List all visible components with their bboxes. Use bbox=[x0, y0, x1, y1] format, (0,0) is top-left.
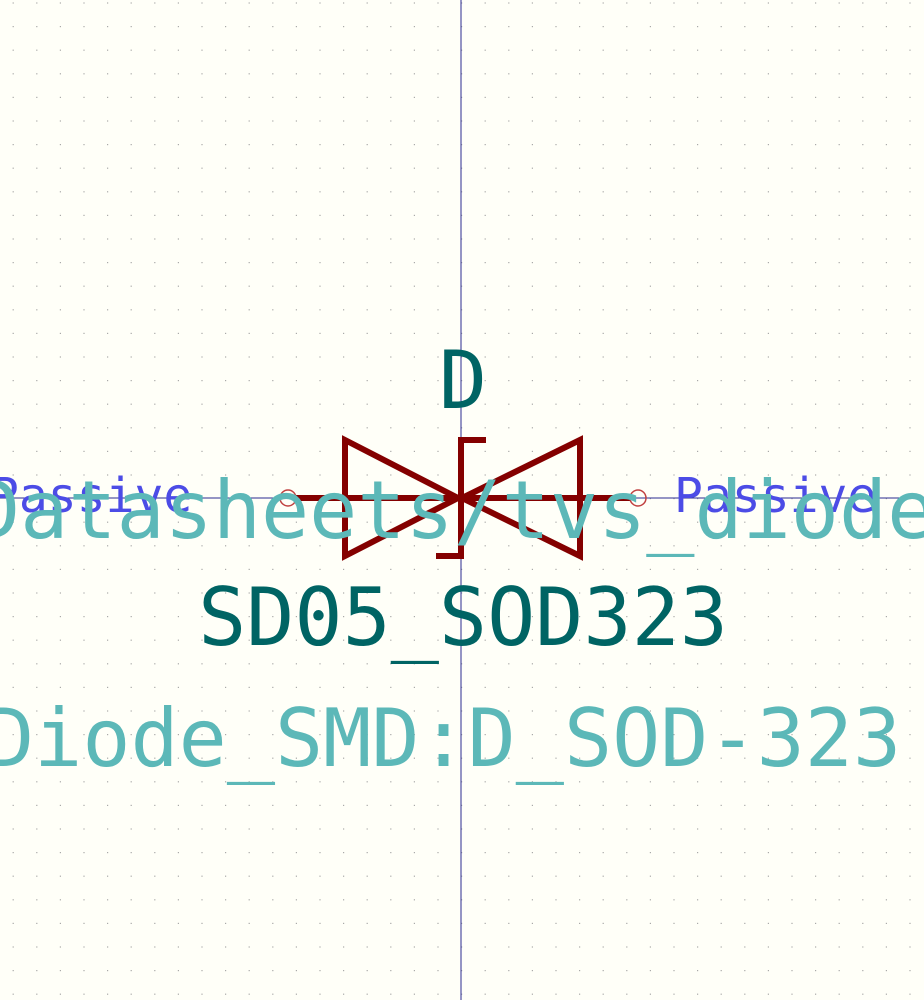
pin-left-connection-circle[interactable] bbox=[279, 489, 297, 507]
pin-right-connection-circle[interactable] bbox=[629, 489, 647, 507]
pin-left[interactable] bbox=[279, 489, 345, 507]
pin-right-type-label: Passive bbox=[674, 468, 876, 524]
value-field[interactable]: SD05_SOD323 bbox=[198, 571, 728, 664]
pin-left-type-label: Passive bbox=[0, 468, 192, 524]
reference-field[interactable]: D bbox=[439, 334, 487, 427]
datasheet-field[interactable]: Datasheets/tvs_diode_array bbox=[0, 464, 924, 557]
tvs-diode-body[interactable] bbox=[342, 435, 583, 561]
pin-right[interactable] bbox=[580, 489, 647, 507]
footprint-field[interactable]: Diode_SMD:D_SOD-323 bbox=[0, 692, 901, 785]
